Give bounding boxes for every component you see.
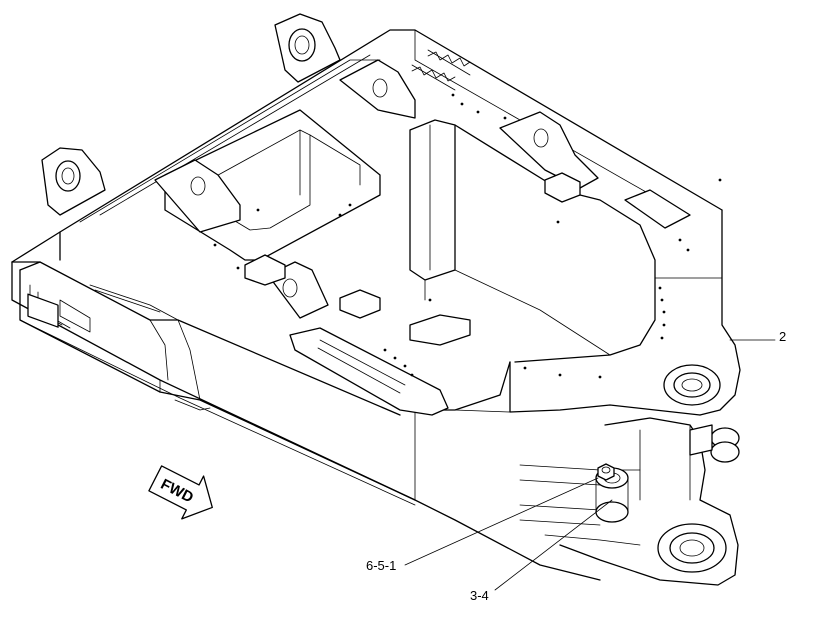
bracket-deck-1: [154, 159, 241, 233]
bracket-deck-2: [339, 59, 416, 119]
fwd-arrow-icon: FWD: [148, 465, 213, 520]
pivot-pin-assembly: [595, 424, 740, 523]
leader-lines: [404, 339, 776, 591]
deck-pads: [244, 172, 691, 346]
bolt-head: [597, 463, 615, 481]
main-frame: [11, 29, 741, 586]
boss-left-rear: [274, 13, 341, 83]
side-plate-bracket: [289, 327, 449, 416]
callout-frame: 2: [779, 329, 786, 344]
callout-pin: 3-4: [470, 588, 489, 603]
bearing-ring-upper: [663, 364, 721, 406]
bearing-ring-lower: [657, 523, 727, 573]
callout-bolt: 6-5-1: [366, 558, 396, 573]
boss-left-front: [41, 147, 106, 216]
serrated-strips: [411, 49, 471, 91]
bracket-deck-3: [499, 111, 599, 189]
bolt-holes: [213, 93, 722, 379]
